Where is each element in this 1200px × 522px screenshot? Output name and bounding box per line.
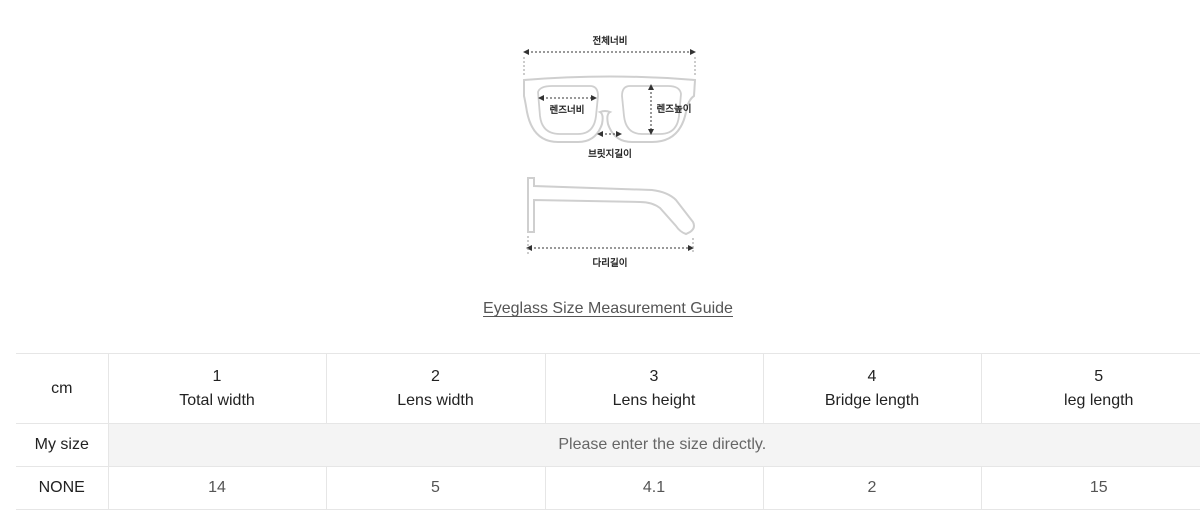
column-header-lens-width: 2 Lens width bbox=[325, 353, 545, 424]
my-size-input-prompt[interactable]: Please enter the size directly. bbox=[107, 423, 1200, 467]
lens-width-label: 렌즈너비 bbox=[550, 104, 585, 116]
column-label: Lens height bbox=[612, 391, 696, 409]
column-label: Lens width bbox=[397, 391, 474, 409]
lens-height-arrow bbox=[648, 84, 654, 135]
lens-width-arrow bbox=[538, 95, 597, 101]
row-label: NONE bbox=[16, 466, 108, 510]
leg-length-arrow bbox=[526, 236, 694, 254]
cell-lens-width: 5 bbox=[325, 466, 545, 510]
column-label: Bridge length bbox=[824, 391, 920, 409]
column-number: 3 bbox=[649, 367, 659, 385]
bridge-length-arrow bbox=[597, 131, 622, 137]
leg-length-label: 다리길이 bbox=[593, 257, 628, 269]
size-table: cm 1 Total width 2 Lens width 3 Lens hei… bbox=[16, 353, 1200, 510]
table-row: NONE 14 5 4.1 2 15 bbox=[16, 466, 1200, 510]
total-width-label: 전체너비 bbox=[593, 35, 628, 47]
cell-lens-height: 4.1 bbox=[544, 466, 763, 510]
eyeglass-measurement-diagram: 전체너비 렌즈너비 렌즈높이 bbox=[523, 35, 697, 269]
unit-header: cm bbox=[16, 353, 108, 424]
column-number: 5 bbox=[1094, 367, 1104, 385]
column-header-bridge-length: 4 Bridge length bbox=[762, 353, 981, 424]
column-header-leg-length: 5 leg length bbox=[980, 353, 1200, 424]
lens-height-label: 렌즈높이 bbox=[657, 103, 692, 115]
my-size-row: My size Please enter the size directly. bbox=[16, 423, 1200, 467]
my-size-label: My size bbox=[16, 423, 108, 467]
total-width-arrow bbox=[523, 49, 696, 76]
cell-total-width: 14 bbox=[107, 466, 326, 510]
guide-link-container: Eyeglass Size Measurement Guide bbox=[0, 300, 1200, 318]
column-label: Total width bbox=[179, 391, 255, 409]
glasses-temple-icon bbox=[527, 177, 695, 236]
measurement-guide-link[interactable]: Eyeglass Size Measurement Guide bbox=[483, 300, 733, 317]
glasses-front-icon bbox=[523, 75, 697, 143]
eyeglass-diagram-svg: 전체너비 렌즈너비 렌즈높이 bbox=[523, 35, 697, 269]
cell-leg-length: 15 bbox=[980, 466, 1200, 510]
column-label: leg length bbox=[1064, 391, 1134, 409]
column-number: 1 bbox=[212, 367, 222, 385]
cell-bridge-length: 2 bbox=[762, 466, 981, 510]
column-number: 4 bbox=[867, 367, 877, 385]
table-header-row: cm 1 Total width 2 Lens width 3 Lens hei… bbox=[16, 353, 1200, 424]
bridge-length-label: 브릿지길이 bbox=[588, 148, 632, 160]
column-header-total-width: 1 Total width bbox=[107, 353, 326, 424]
column-number: 2 bbox=[431, 367, 440, 385]
column-header-lens-height: 3 Lens height bbox=[544, 353, 763, 424]
